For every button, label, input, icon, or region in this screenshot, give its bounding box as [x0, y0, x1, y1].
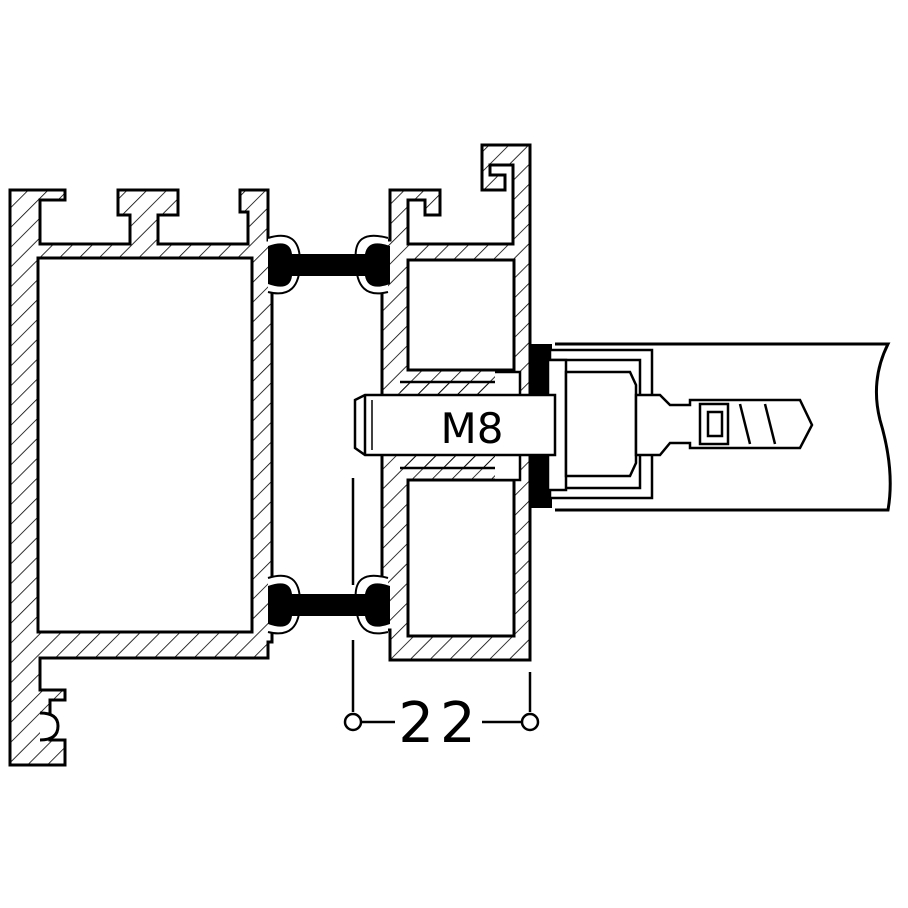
bolt-size-label: M8 [441, 404, 504, 453]
dimension-label: 22 [398, 691, 481, 756]
bolt-assembly [353, 348, 814, 500]
upper-thermal-strip [268, 243, 390, 287]
beam-section [555, 342, 892, 512]
lower-thermal-strip [268, 583, 390, 627]
dimension-22 [343, 478, 540, 732]
left-frame-profile [8, 188, 274, 767]
thermal-break-strips [267, 234, 390, 635]
